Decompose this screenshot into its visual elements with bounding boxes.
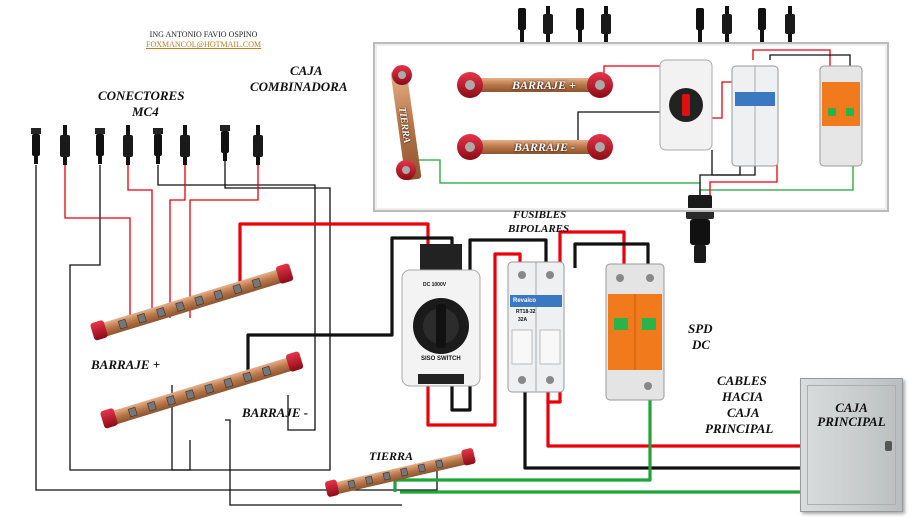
mc4-pos-wire bbox=[64, 165, 131, 318]
busbar-negative bbox=[100, 351, 304, 429]
author-email[interactable]: FOXMANCOL@HOTMAIL.COM bbox=[146, 40, 262, 50]
busbar-ground bbox=[324, 448, 476, 497]
neg-main-wire bbox=[523, 390, 800, 470]
pos-main-wire bbox=[546, 400, 800, 448]
box-dc-switch bbox=[659, 59, 713, 151]
mc4-pos-wire bbox=[169, 165, 186, 318]
main-enclosure: CAJA PRINCIPAL bbox=[800, 378, 903, 512]
box-spd bbox=[819, 65, 863, 167]
mc4-connector bbox=[123, 125, 133, 165]
label-barraje-positive: BARRAJE + bbox=[91, 357, 161, 372]
mc4-connector bbox=[220, 125, 230, 161]
fuse-brand: Revalco bbox=[513, 298, 537, 304]
label-spd: SPD bbox=[688, 321, 713, 336]
author-name: ING ANTONIO FAVIO OSPINO bbox=[149, 30, 258, 39]
box-label-barraje-positive: BARRAJE + bbox=[512, 78, 576, 92]
switch-rating: DC 1000V bbox=[423, 282, 447, 288]
box-busbar-negative bbox=[457, 134, 613, 160]
ground-wire bbox=[393, 400, 652, 492]
fuse-model: RT18-32 bbox=[516, 309, 536, 315]
pos-main-wire bbox=[426, 252, 522, 427]
mc4-connector bbox=[60, 125, 70, 165]
main-enclosure-label-line2: PRINCIPAL bbox=[817, 414, 886, 430]
mc4-connector bbox=[95, 128, 105, 164]
label-bipolares: BIPOLARES bbox=[508, 223, 570, 235]
label-hacia: HACIA bbox=[722, 389, 764, 404]
fuse-rating: 32A bbox=[518, 317, 528, 323]
neg-main-wire bbox=[246, 236, 454, 383]
mc4-connectors-top bbox=[518, 6, 795, 44]
enclosure-door bbox=[807, 385, 896, 505]
mc4-connector bbox=[253, 125, 263, 165]
label-mc4: MC4 bbox=[132, 104, 159, 119]
dc-isolator-switch bbox=[401, 244, 481, 387]
mc4-neg-wire bbox=[69, 160, 331, 471]
mc4-neg-wire bbox=[157, 165, 316, 431]
main-enclosure-label-line1: CAJA bbox=[835, 400, 868, 415]
mc4-connectors bbox=[31, 125, 263, 165]
door-handle-icon bbox=[885, 441, 892, 451]
label-cables: CABLES bbox=[717, 373, 767, 388]
combiner-box-frame bbox=[373, 42, 889, 212]
label-principal: PRINCIPAL bbox=[705, 421, 774, 436]
author-credit: ING ANTONIO FAVIO OSPINO FOXMANCOL@HOTMA… bbox=[146, 30, 261, 51]
main-enclosure-label: CAJA PRINCIPAL bbox=[801, 400, 902, 430]
busbar-positive bbox=[90, 263, 294, 341]
mc4-connector bbox=[31, 128, 41, 164]
switch-label: SISO SWITCH bbox=[421, 356, 461, 362]
label-combinadora: COMBINADORA bbox=[250, 79, 348, 94]
label-conectores: CONECTORES bbox=[98, 88, 185, 103]
box-busbar-ground bbox=[390, 65, 422, 181]
fuse-holder-bipolar bbox=[507, 261, 565, 393]
label-caja: CAJA bbox=[290, 63, 323, 78]
label-barraje-negative: BARRAJE - bbox=[242, 405, 309, 420]
label-tierra: TIERRA bbox=[369, 449, 414, 463]
spd-dc bbox=[605, 263, 665, 401]
box-label-barraje-negative: BARRAJE - bbox=[514, 140, 576, 154]
mc4-pos-wire bbox=[127, 163, 153, 318]
mc4-connector bbox=[180, 125, 190, 165]
label-caja-2: CAJA bbox=[727, 405, 760, 420]
box-fuse-holder bbox=[731, 65, 779, 167]
mc4-neg-wire bbox=[171, 385, 191, 471]
mc4-pos-wire bbox=[189, 165, 259, 318]
cable-gland bbox=[686, 195, 714, 263]
label-dc: DC bbox=[692, 337, 711, 352]
mc4-neg-wire bbox=[225, 419, 402, 506]
label-fusibles: FUSIBLES bbox=[513, 209, 567, 221]
neg-main-wire bbox=[573, 242, 650, 268]
box-busbar-positive bbox=[457, 72, 613, 98]
mc4-connector bbox=[153, 128, 163, 164]
